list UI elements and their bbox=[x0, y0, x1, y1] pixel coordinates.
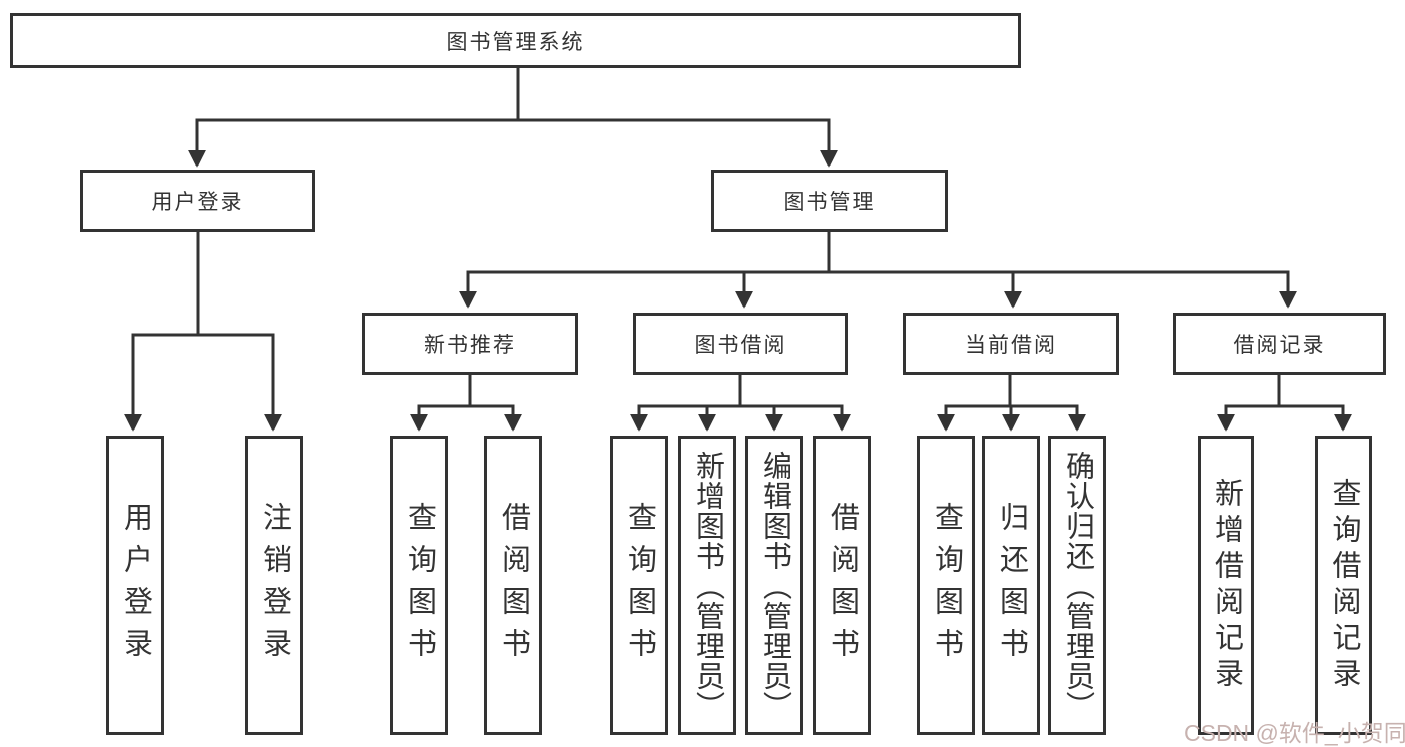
node-current-borrowing: 当前借阅 bbox=[903, 313, 1119, 375]
node-label: 编辑图书（管理员） bbox=[758, 450, 791, 721]
node-label: 新书推荐 bbox=[424, 334, 516, 357]
node-label: 用户登录 bbox=[151, 191, 244, 214]
node-label: 查询图书 bbox=[403, 501, 436, 670]
node-borrowing-records: 借阅记录 bbox=[1173, 313, 1386, 375]
node-label: 查询图书 bbox=[623, 501, 656, 670]
node-label: 新增借阅记录 bbox=[1210, 477, 1243, 694]
node-return-books: 归还图书 bbox=[982, 436, 1040, 735]
node-add-borrow-record: 新增借阅记录 bbox=[1198, 436, 1254, 735]
node-label: 图书借阅 bbox=[694, 334, 787, 357]
node-label: 图书管理 bbox=[783, 191, 876, 214]
node-label: 归还图书 bbox=[995, 501, 1028, 670]
node-label: 查询借阅记录 bbox=[1328, 477, 1360, 694]
node-borrow-books-1: 借阅图书 bbox=[484, 436, 542, 735]
node-confirm-return-admin: 确认归还（管理员） bbox=[1048, 436, 1106, 735]
node-label: 借阅记录 bbox=[1233, 334, 1326, 357]
node-user-login-group: 用户登录 bbox=[80, 170, 315, 232]
node-label: 用户登录 bbox=[119, 501, 152, 670]
node-book-management: 图书管理 bbox=[711, 170, 948, 232]
node-new-book-recommendation: 新书推荐 bbox=[362, 313, 578, 375]
node-label: 图书管理系统 bbox=[446, 30, 585, 54]
node-label: 注销登录 bbox=[258, 501, 291, 670]
node-query-books-3: 查询图书 bbox=[917, 436, 975, 735]
node-label: 新增图书（管理员） bbox=[691, 450, 724, 721]
node-user-login: 用户登录 bbox=[106, 436, 164, 735]
node-label: 查询图书 bbox=[930, 501, 963, 670]
node-query-books-2: 查询图书 bbox=[610, 436, 668, 735]
node-query-books-1: 查询图书 bbox=[390, 436, 448, 735]
node-query-borrow-record: 查询借阅记录 bbox=[1315, 436, 1372, 735]
node-book-borrowing: 图书借阅 bbox=[633, 313, 848, 375]
node-label: 借阅图书 bbox=[497, 501, 530, 670]
node-label: 确认归还（管理员） bbox=[1061, 450, 1094, 721]
node-edit-books-admin: 编辑图书（管理员） bbox=[745, 436, 803, 735]
node-borrow-books-2: 借阅图书 bbox=[813, 436, 871, 735]
node-label: 借阅图书 bbox=[826, 501, 859, 670]
node-add-books-admin: 新增图书（管理员） bbox=[678, 436, 736, 735]
node-logout: 注销登录 bbox=[245, 436, 303, 735]
node-library-management-system: 图书管理系统 bbox=[10, 13, 1021, 68]
csdn-watermark: CSDN @软件_小贺同学 bbox=[1184, 720, 1405, 746]
node-label: 当前借阅 bbox=[965, 334, 1057, 357]
